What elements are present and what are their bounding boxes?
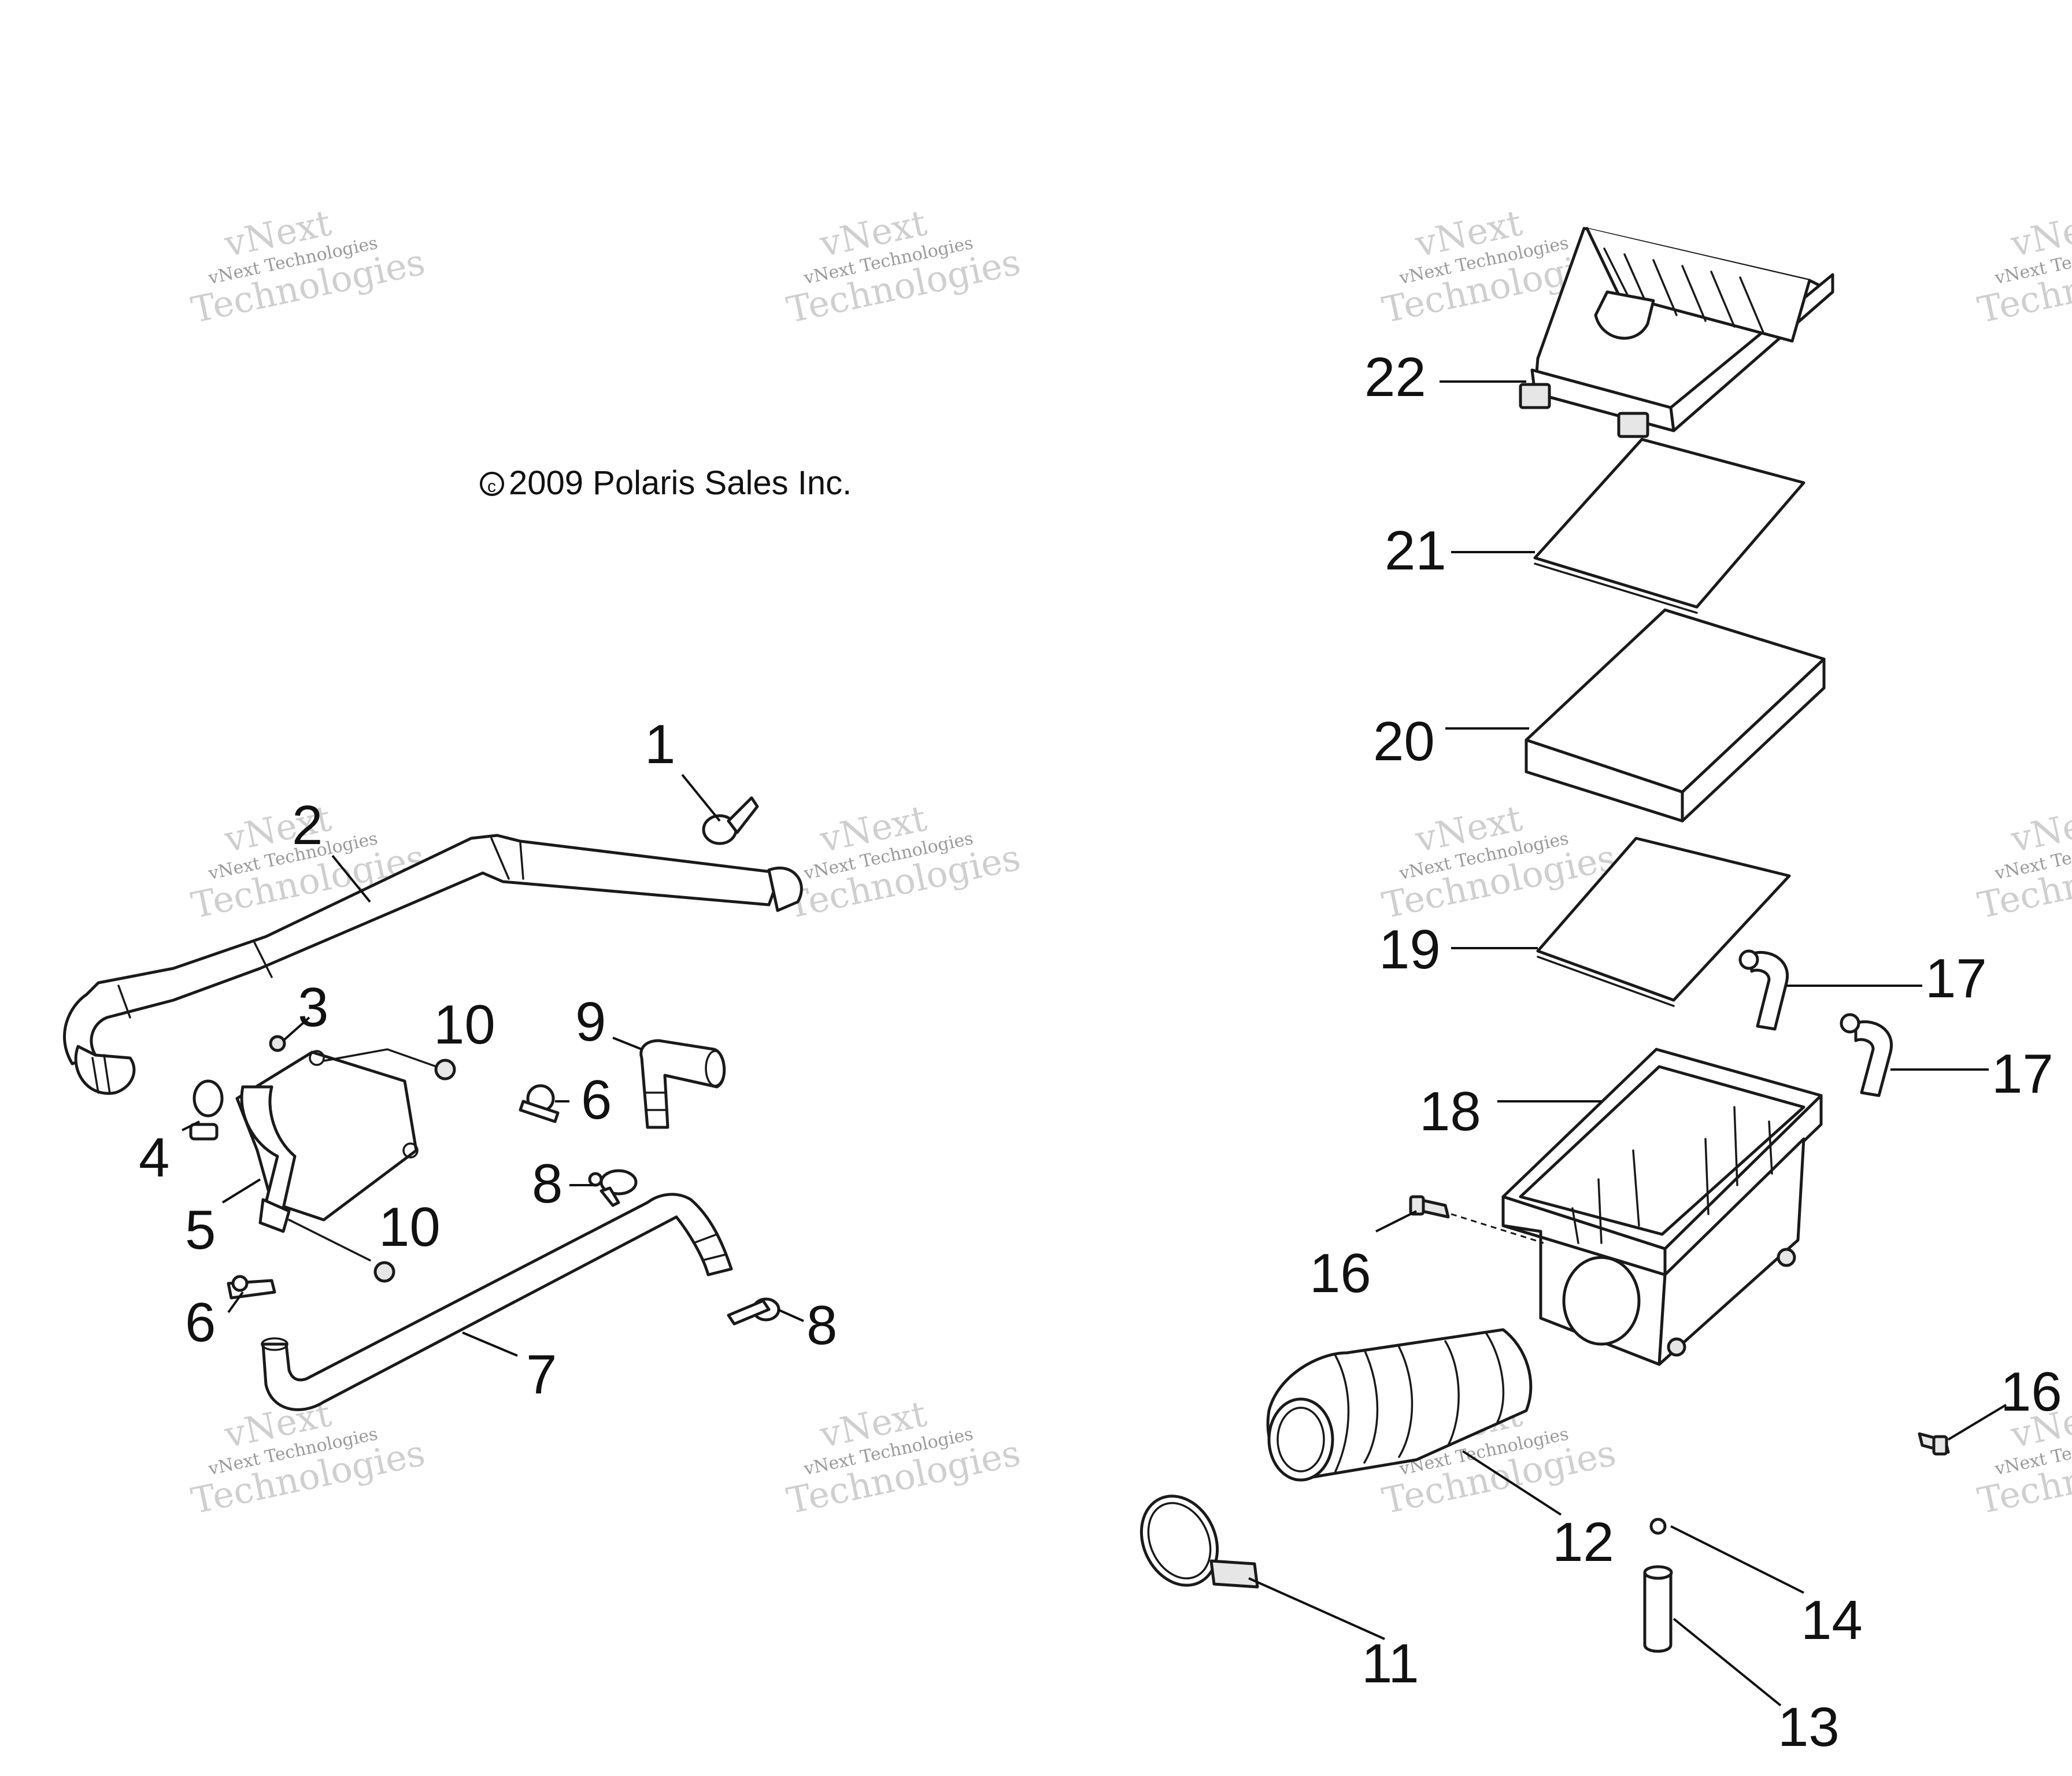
part-6-clamp-upper bbox=[519, 1084, 560, 1123]
callout-21: 21 bbox=[1385, 520, 1446, 582]
callout-14: 14 bbox=[1801, 1589, 1863, 1651]
part-7-lower-hose bbox=[261, 1193, 733, 1411]
part-1-clamp bbox=[702, 796, 759, 845]
callout-1: 1 bbox=[645, 713, 675, 775]
leader-3 bbox=[282, 1016, 310, 1042]
callout-16b: 16 bbox=[2000, 1361, 2062, 1423]
part-9-elbow-hose bbox=[639, 1039, 726, 1129]
part-5-breather-hose bbox=[235, 1050, 419, 1233]
watermark-2: vNext vNext Technologies Technologies bbox=[783, 201, 1024, 331]
callout-9: 9 bbox=[575, 991, 606, 1053]
watermark-8: vNext vNext Technologies Technologies bbox=[1974, 797, 2072, 927]
leader-9 bbox=[612, 1037, 642, 1050]
callout-16a: 16 bbox=[1309, 1242, 1371, 1304]
leader-12 bbox=[1462, 1450, 1562, 1516]
callout-18: 18 bbox=[1419, 1081, 1481, 1142]
callout-11: 11 bbox=[1361, 1633, 1419, 1694]
part-16-bolt-left bbox=[1409, 1195, 1544, 1244]
part-14-plug bbox=[1649, 1518, 1667, 1535]
leader-lines bbox=[182, 380, 2007, 1707]
callout-19: 19 bbox=[1379, 919, 1441, 980]
watermark-4: vNext vNext Technologies Technologies bbox=[1974, 201, 2072, 331]
leader-6b bbox=[227, 1291, 244, 1314]
leader-13 bbox=[1673, 1618, 1782, 1707]
leader-14 bbox=[1670, 1525, 1804, 1594]
part-8-clamp-upper bbox=[588, 1169, 638, 1207]
callout-numbers: 1 2 3 4 5 6 6 7 8 8 9 10 10 11 12 13 14 … bbox=[139, 346, 2062, 1758]
watermark-1: vNext vNext Technologies Technologies bbox=[188, 201, 429, 331]
copyright-symbol-letter: c bbox=[487, 477, 496, 496]
part-8-clamp-lower bbox=[727, 1297, 780, 1326]
callout-17a: 17 bbox=[1925, 948, 1987, 1009]
copyright-symbol-icon bbox=[480, 472, 504, 496]
part-19-gasket bbox=[1536, 837, 1791, 1007]
callout-12: 12 bbox=[1552, 1511, 1614, 1573]
callout-7: 7 bbox=[526, 1344, 557, 1405]
copyright-notice: c 2009 Polaris Sales Inc. bbox=[480, 464, 852, 502]
callout-3: 3 bbox=[298, 976, 328, 1038]
callout-6b: 6 bbox=[185, 1292, 216, 1353]
callout-10b: 10 bbox=[379, 1196, 441, 1258]
part-17-clip-lower bbox=[1840, 1013, 1893, 1097]
callout-17b: 17 bbox=[1992, 1043, 2054, 1105]
copyright-text: 2009 Polaris Sales Inc. bbox=[509, 464, 852, 502]
leader-16a bbox=[1375, 1210, 1417, 1233]
part-20-air-filter bbox=[1525, 608, 1826, 823]
part-17-clip-upper bbox=[1738, 949, 1789, 1031]
part-21-filter-screen bbox=[1533, 438, 1805, 614]
callout-8a: 8 bbox=[532, 1153, 563, 1215]
part-4-clamp bbox=[189, 1079, 224, 1141]
callout-22: 22 bbox=[1364, 346, 1426, 408]
watermark-10: vNext vNext Technologies Technologies bbox=[783, 1392, 1024, 1522]
part-18-airbox-housing bbox=[1501, 1048, 1823, 1366]
callout-6a: 6 bbox=[581, 1069, 612, 1131]
leader-2 bbox=[331, 854, 371, 903]
leader-7 bbox=[462, 1331, 518, 1357]
part-6-clamp-lower bbox=[227, 1275, 276, 1300]
callout-4: 4 bbox=[139, 1127, 169, 1189]
callout-2: 2 bbox=[292, 794, 323, 856]
callout-5: 5 bbox=[185, 1199, 216, 1261]
part-13-drain-tube bbox=[1643, 1565, 1673, 1653]
part-11-hose-clamp bbox=[1139, 1494, 1259, 1589]
callout-10a: 10 bbox=[434, 994, 495, 1056]
part-16-bolt-right bbox=[1918, 1432, 1950, 1456]
leader-16b bbox=[1947, 1404, 2007, 1441]
callout-13: 13 bbox=[1778, 1696, 1840, 1758]
leader-11 bbox=[1248, 1577, 1385, 1640]
part-22-airbox-cover bbox=[1519, 227, 1834, 438]
part-10-bolt-upper bbox=[323, 1048, 456, 1081]
callout-20: 20 bbox=[1373, 711, 1435, 772]
watermark-6: vNext vNext Technologies Technologies bbox=[783, 797, 1024, 927]
leader-5 bbox=[221, 1178, 261, 1204]
part-2-intake-hose bbox=[62, 834, 803, 1095]
leader-1 bbox=[681, 774, 721, 822]
callout-8b: 8 bbox=[806, 1294, 837, 1356]
leader-8b bbox=[777, 1308, 804, 1322]
leader-4 bbox=[182, 1120, 200, 1131]
part-12-intake-duct bbox=[1266, 1328, 1533, 1482]
part-3-nut bbox=[269, 1035, 286, 1052]
part-10-bolt-lower bbox=[288, 1219, 395, 1283]
